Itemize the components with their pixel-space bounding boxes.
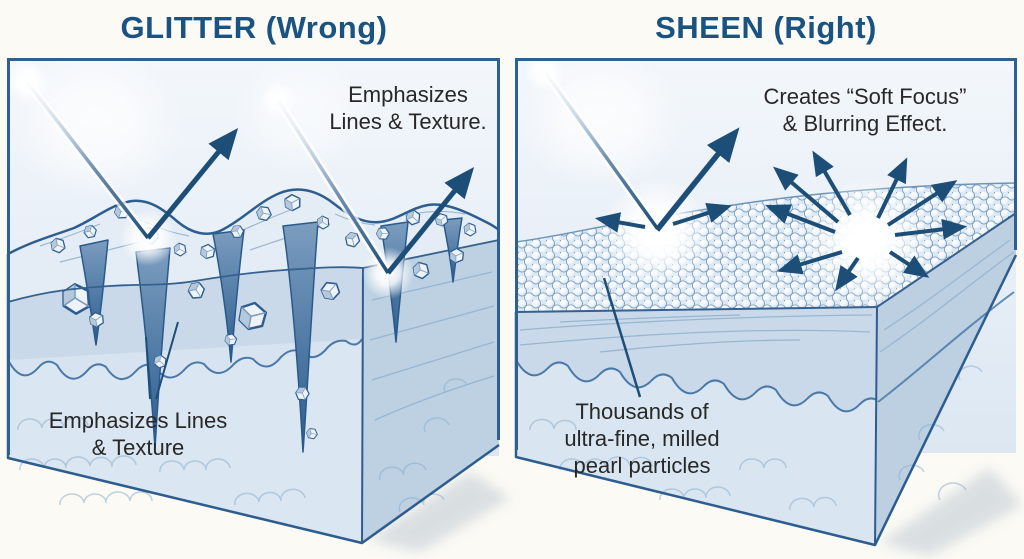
glitter-panel-title: GLITTER (Wrong)	[120, 10, 388, 45]
glitter-skin-block	[6, 188, 500, 545]
annotation-line: Creates “Soft Focus”	[763, 84, 967, 109]
sheen-annotation-top: Creates “Soft Focus” & Blurring Effect.	[733, 84, 997, 138]
sheen-panel-border	[515, 58, 1017, 450]
sheen-light-rays	[525, 52, 968, 302]
annotation-line: pearl particles	[573, 452, 711, 478]
sheen-subcutis-texture	[529, 365, 983, 511]
glitter-light-rays	[5, 60, 475, 299]
annotation-line: Lines & Texture.	[329, 108, 487, 134]
reflected-ray-arrow-2	[386, 166, 475, 275]
incident-ray-2	[276, 99, 390, 274]
glitter-subcutis-texture	[17, 378, 468, 513]
annotation-line: & Texture	[91, 434, 185, 460]
sheen-leader-line	[602, 277, 642, 398]
sheen-annotation-bottom: Thousands of ultra-fine, milled pearl pa…	[534, 399, 750, 479]
glitter-block-shadow	[368, 472, 510, 552]
glitter-panel	[5, 50, 510, 552]
sheen-panel	[514, 50, 1022, 556]
annotation-line: & Blurring Effect.	[782, 110, 948, 136]
sheen-block-shadow	[880, 468, 1022, 556]
annotation-line: Thousands of	[575, 399, 709, 424]
scatter-arrows	[594, 202, 732, 233]
annotation-line: Emphasizes Lines	[48, 408, 228, 433]
glitter-leader-lines	[145, 321, 179, 400]
glitter-annotation-top: Emphasizes Lines & Texture.	[318, 82, 498, 136]
annotation-line: ultra-fine, milled	[564, 425, 720, 451]
sheen-skin-block	[514, 182, 1018, 547]
main-reflected-arrow	[654, 127, 740, 232]
incident-ray-1	[25, 80, 150, 240]
annotation-line: Emphasizes	[348, 82, 468, 107]
glitter-annotation-bottom: Emphasizes Lines & Texture	[26, 408, 250, 462]
sheen-panel-title: SHEEN (Right)	[655, 10, 877, 45]
glitter-panel-border	[7, 58, 500, 455]
starburst-arrows	[765, 150, 968, 292]
reflected-ray-arrow-1	[146, 127, 239, 240]
incident-ray-sheen	[543, 70, 659, 230]
